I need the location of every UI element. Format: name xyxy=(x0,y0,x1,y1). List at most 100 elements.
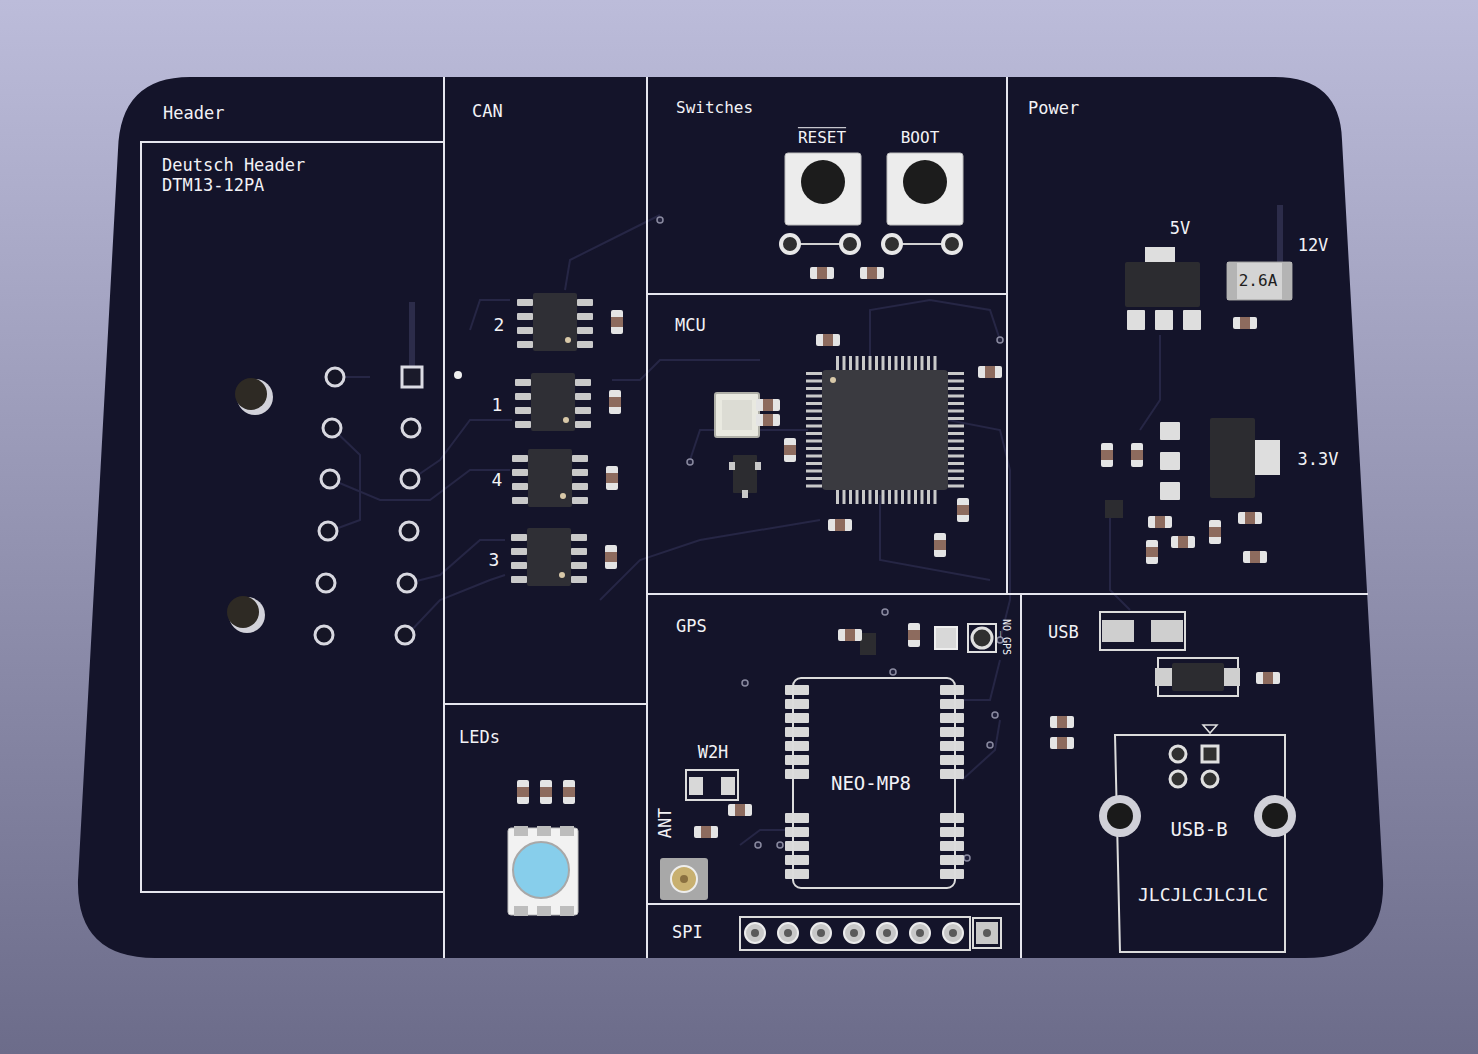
can-transceiver xyxy=(575,379,591,386)
pin-header xyxy=(943,923,963,943)
deutsch-connector xyxy=(326,368,344,386)
rgb-led xyxy=(563,780,575,804)
gps-module xyxy=(940,841,964,851)
tactile-switch xyxy=(860,267,884,279)
copper-trace xyxy=(612,360,760,380)
gps-module xyxy=(785,699,809,709)
chip-number: 2 xyxy=(494,315,505,335)
usb-connector xyxy=(1202,771,1218,787)
mcu-chip xyxy=(948,395,964,398)
deutsch-connector xyxy=(454,371,462,379)
can-transceiver xyxy=(527,528,571,586)
can-transceiver xyxy=(609,390,621,414)
tactile-switch xyxy=(867,267,877,279)
gps-module xyxy=(940,741,964,751)
mcu-chip xyxy=(948,470,964,473)
can-transceiver xyxy=(571,548,587,555)
chip-number: 1 xyxy=(492,395,503,415)
gps-module xyxy=(940,769,964,779)
usb-connector xyxy=(1050,716,1074,728)
region-title: Deutsch Header xyxy=(162,155,305,175)
mcu-region: MCU xyxy=(648,295,1008,595)
mcu-chip xyxy=(756,414,780,426)
can-transceiver xyxy=(605,545,617,569)
mcu-chip xyxy=(948,485,964,488)
via xyxy=(997,337,1003,343)
power-regulator xyxy=(1146,547,1158,557)
mcu-chip xyxy=(914,490,917,504)
power-regulator xyxy=(1210,418,1255,498)
module-name: NEO-MP8 xyxy=(831,773,911,794)
usb-connector xyxy=(1050,612,1296,952)
mcu-chip xyxy=(715,393,759,437)
deutsch-connector xyxy=(319,522,337,540)
gps-module xyxy=(940,755,964,765)
can-transceiver xyxy=(571,562,587,569)
can-transceiver xyxy=(511,293,623,586)
mcu-chip xyxy=(875,490,878,504)
mcu-chip xyxy=(784,438,796,462)
power-regulator xyxy=(1227,262,1237,300)
gps-module xyxy=(908,623,920,647)
copper-trace xyxy=(330,215,1160,845)
mcu-chip xyxy=(901,356,904,370)
region-title: MCU xyxy=(675,315,706,335)
region-title: Switches xyxy=(676,98,753,117)
tactile-switch xyxy=(799,243,841,245)
antenna-label: ANT xyxy=(656,808,675,839)
power-regulator xyxy=(1250,551,1260,563)
can-transceiver xyxy=(511,548,527,555)
usb-connector xyxy=(1202,746,1218,762)
fab-marking: JLCJLCJLCJLC xyxy=(1138,885,1268,905)
can-transceiver xyxy=(511,562,527,569)
can-transceiver xyxy=(565,337,571,343)
mcu-chip xyxy=(830,377,836,383)
rgb-led xyxy=(517,780,529,804)
voltage-label: 5V xyxy=(1170,219,1190,238)
mcu-chip xyxy=(862,490,865,504)
can-transceiver xyxy=(517,327,533,334)
mcu-chip xyxy=(784,445,796,455)
can-transceiver xyxy=(515,379,531,386)
tactile-switch xyxy=(943,235,961,253)
gps-module xyxy=(838,629,862,641)
mcu-chip xyxy=(836,356,839,370)
copper-trace xyxy=(870,300,1000,357)
voltage-label: 12V xyxy=(1298,236,1329,255)
power-regulator xyxy=(1209,527,1221,537)
pin-header xyxy=(973,918,1001,948)
can-transceiver xyxy=(512,497,528,504)
pcb-board xyxy=(78,77,1383,958)
mcu-chip xyxy=(806,470,822,473)
rgb-led xyxy=(540,780,552,804)
mcu-chip xyxy=(985,366,995,378)
power-regulator xyxy=(1160,482,1180,500)
mcu-chip xyxy=(816,334,840,346)
gps-module xyxy=(940,869,964,879)
rgb-led xyxy=(514,826,528,836)
gps-module xyxy=(660,858,708,900)
can-transceiver xyxy=(533,293,577,351)
can-transceiver xyxy=(605,552,617,562)
deutsch-connector xyxy=(398,574,416,592)
gps-module xyxy=(686,770,738,800)
mcu-chip xyxy=(869,356,872,370)
rgb-led xyxy=(514,906,528,916)
can-transceiver xyxy=(515,421,531,428)
chip-number: 4 xyxy=(492,470,503,490)
can-transceiver xyxy=(572,483,588,490)
led-region: LEDs xyxy=(445,705,648,958)
rgb-led xyxy=(560,906,574,916)
pin-header xyxy=(910,923,930,943)
gps-module xyxy=(940,699,964,709)
usb-connector xyxy=(1222,668,1240,686)
rgb-led xyxy=(560,826,574,836)
power-regulator xyxy=(1243,551,1267,563)
mcu-chip xyxy=(901,490,904,504)
mcu-chip xyxy=(882,356,885,370)
deutsch-connector xyxy=(401,470,419,488)
power-regulator xyxy=(1227,262,1292,300)
copper-trace xyxy=(407,575,505,635)
gps-module xyxy=(940,727,964,737)
